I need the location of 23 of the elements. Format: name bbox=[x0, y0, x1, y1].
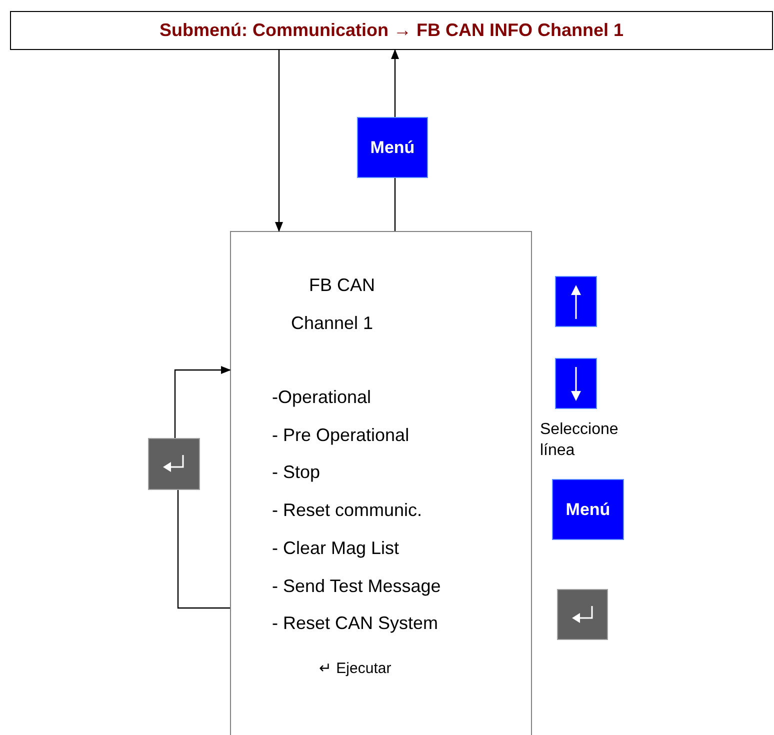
screen-heading: Channel 1 bbox=[291, 312, 374, 335]
menu-option: - Pre Operational bbox=[272, 422, 410, 449]
enter-key bbox=[557, 589, 608, 640]
connector-arrow bbox=[174, 366, 231, 438]
key-caption: Seleccione línea bbox=[540, 420, 620, 461]
menu-option: - Stop bbox=[272, 459, 320, 486]
screen-panel bbox=[230, 231, 532, 735]
menu-key: Menú bbox=[357, 117, 428, 178]
menu-option: - Send Test Message bbox=[272, 573, 441, 600]
hint-text: ↵ Ejecutar bbox=[319, 659, 392, 679]
menu-option: - Reset communic. bbox=[272, 497, 422, 524]
title-text: Submenú: Communication → FB CAN INFO Channel 1 bbox=[159, 19, 624, 42]
connector-arrow bbox=[391, 49, 399, 117]
enter-key bbox=[148, 438, 200, 490]
arrow-key bbox=[555, 276, 597, 327]
menu-option: - Clear Mag List bbox=[272, 535, 400, 562]
menu-option: - Reset CAN System bbox=[272, 610, 438, 637]
menu-key: Menú bbox=[552, 479, 624, 540]
connector-arrow bbox=[275, 50, 283, 232]
arrow-key bbox=[555, 358, 597, 409]
menu-option: -Operational bbox=[272, 384, 372, 411]
title-box bbox=[10, 11, 773, 50]
screen-heading: FB CAN bbox=[309, 274, 376, 297]
